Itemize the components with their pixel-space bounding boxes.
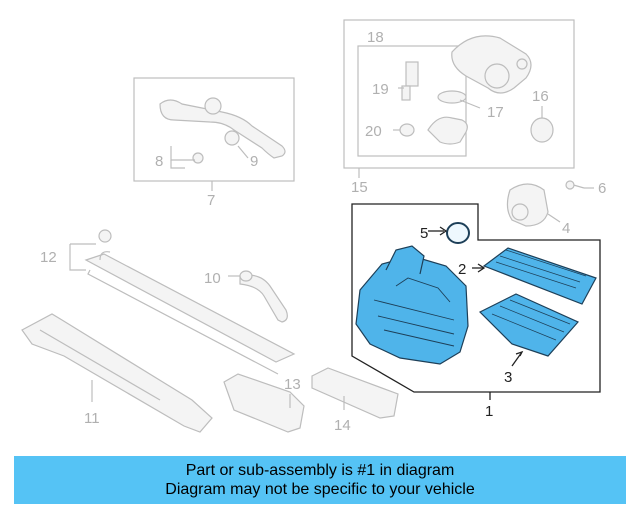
- callout-12: 12: [40, 249, 57, 266]
- callout-4: 4: [562, 220, 570, 237]
- assembly-outline: [351, 203, 601, 393]
- bracket-part-13: [223, 373, 305, 433]
- group-7-box: [133, 77, 295, 191]
- channel-part-14: [311, 367, 399, 419]
- callout-17: 17: [487, 104, 504, 121]
- banner-line-2: Diagram may not be specific to your vehi…: [165, 481, 475, 498]
- callout-2: 2: [458, 261, 466, 278]
- callout-15: 15: [351, 179, 368, 196]
- duct-part-11: [21, 313, 213, 433]
- callout-13: 13: [284, 376, 301, 393]
- air-cleaner-assembly-group[interactable]: [351, 203, 601, 400]
- sensor-part-19: [405, 61, 419, 87]
- callout-14: 14: [334, 417, 351, 434]
- bracket-part-12: [69, 229, 296, 375]
- callout-11: 11: [84, 410, 100, 427]
- callout-10: 10: [204, 270, 221, 287]
- clamp-part-16: [530, 117, 554, 143]
- callout-9: 9: [250, 153, 258, 170]
- info-banner: Part or sub-assembly is #1 in diagram Di…: [14, 456, 626, 504]
- oring-part-5[interactable]: [446, 222, 470, 244]
- callout-3: 3: [504, 369, 512, 386]
- callout-8: 8: [155, 153, 163, 170]
- oring-part-20: [399, 123, 415, 137]
- callout-18: 18: [367, 29, 384, 46]
- callout-6: 6: [598, 180, 606, 197]
- filter-element-part-3[interactable]: [478, 293, 579, 357]
- callout-7: 7: [207, 192, 215, 209]
- mass-airflow-sensor-part: [506, 180, 594, 227]
- clamp-part-17: [437, 90, 467, 104]
- callout-1: 1: [485, 403, 493, 420]
- grommet-part-9: [224, 130, 240, 146]
- group-15-box: [343, 19, 575, 178]
- callout-20: 20: [365, 123, 382, 140]
- callout-16: 16: [532, 88, 549, 105]
- callout-19: 19: [372, 81, 389, 98]
- parts-diagram: 8 9 7 18 19 17 20 16 15 4: [21, 19, 606, 434]
- bolt-part-8: [192, 152, 204, 164]
- air-duct-part: [451, 35, 532, 94]
- callout-5: 5: [420, 225, 428, 242]
- intake-hose-part: [159, 99, 286, 159]
- banner-line-1: Part or sub-assembly is #1 in diagram: [185, 462, 455, 479]
- elbow-part: [427, 116, 468, 145]
- hose-part-10: [228, 270, 288, 323]
